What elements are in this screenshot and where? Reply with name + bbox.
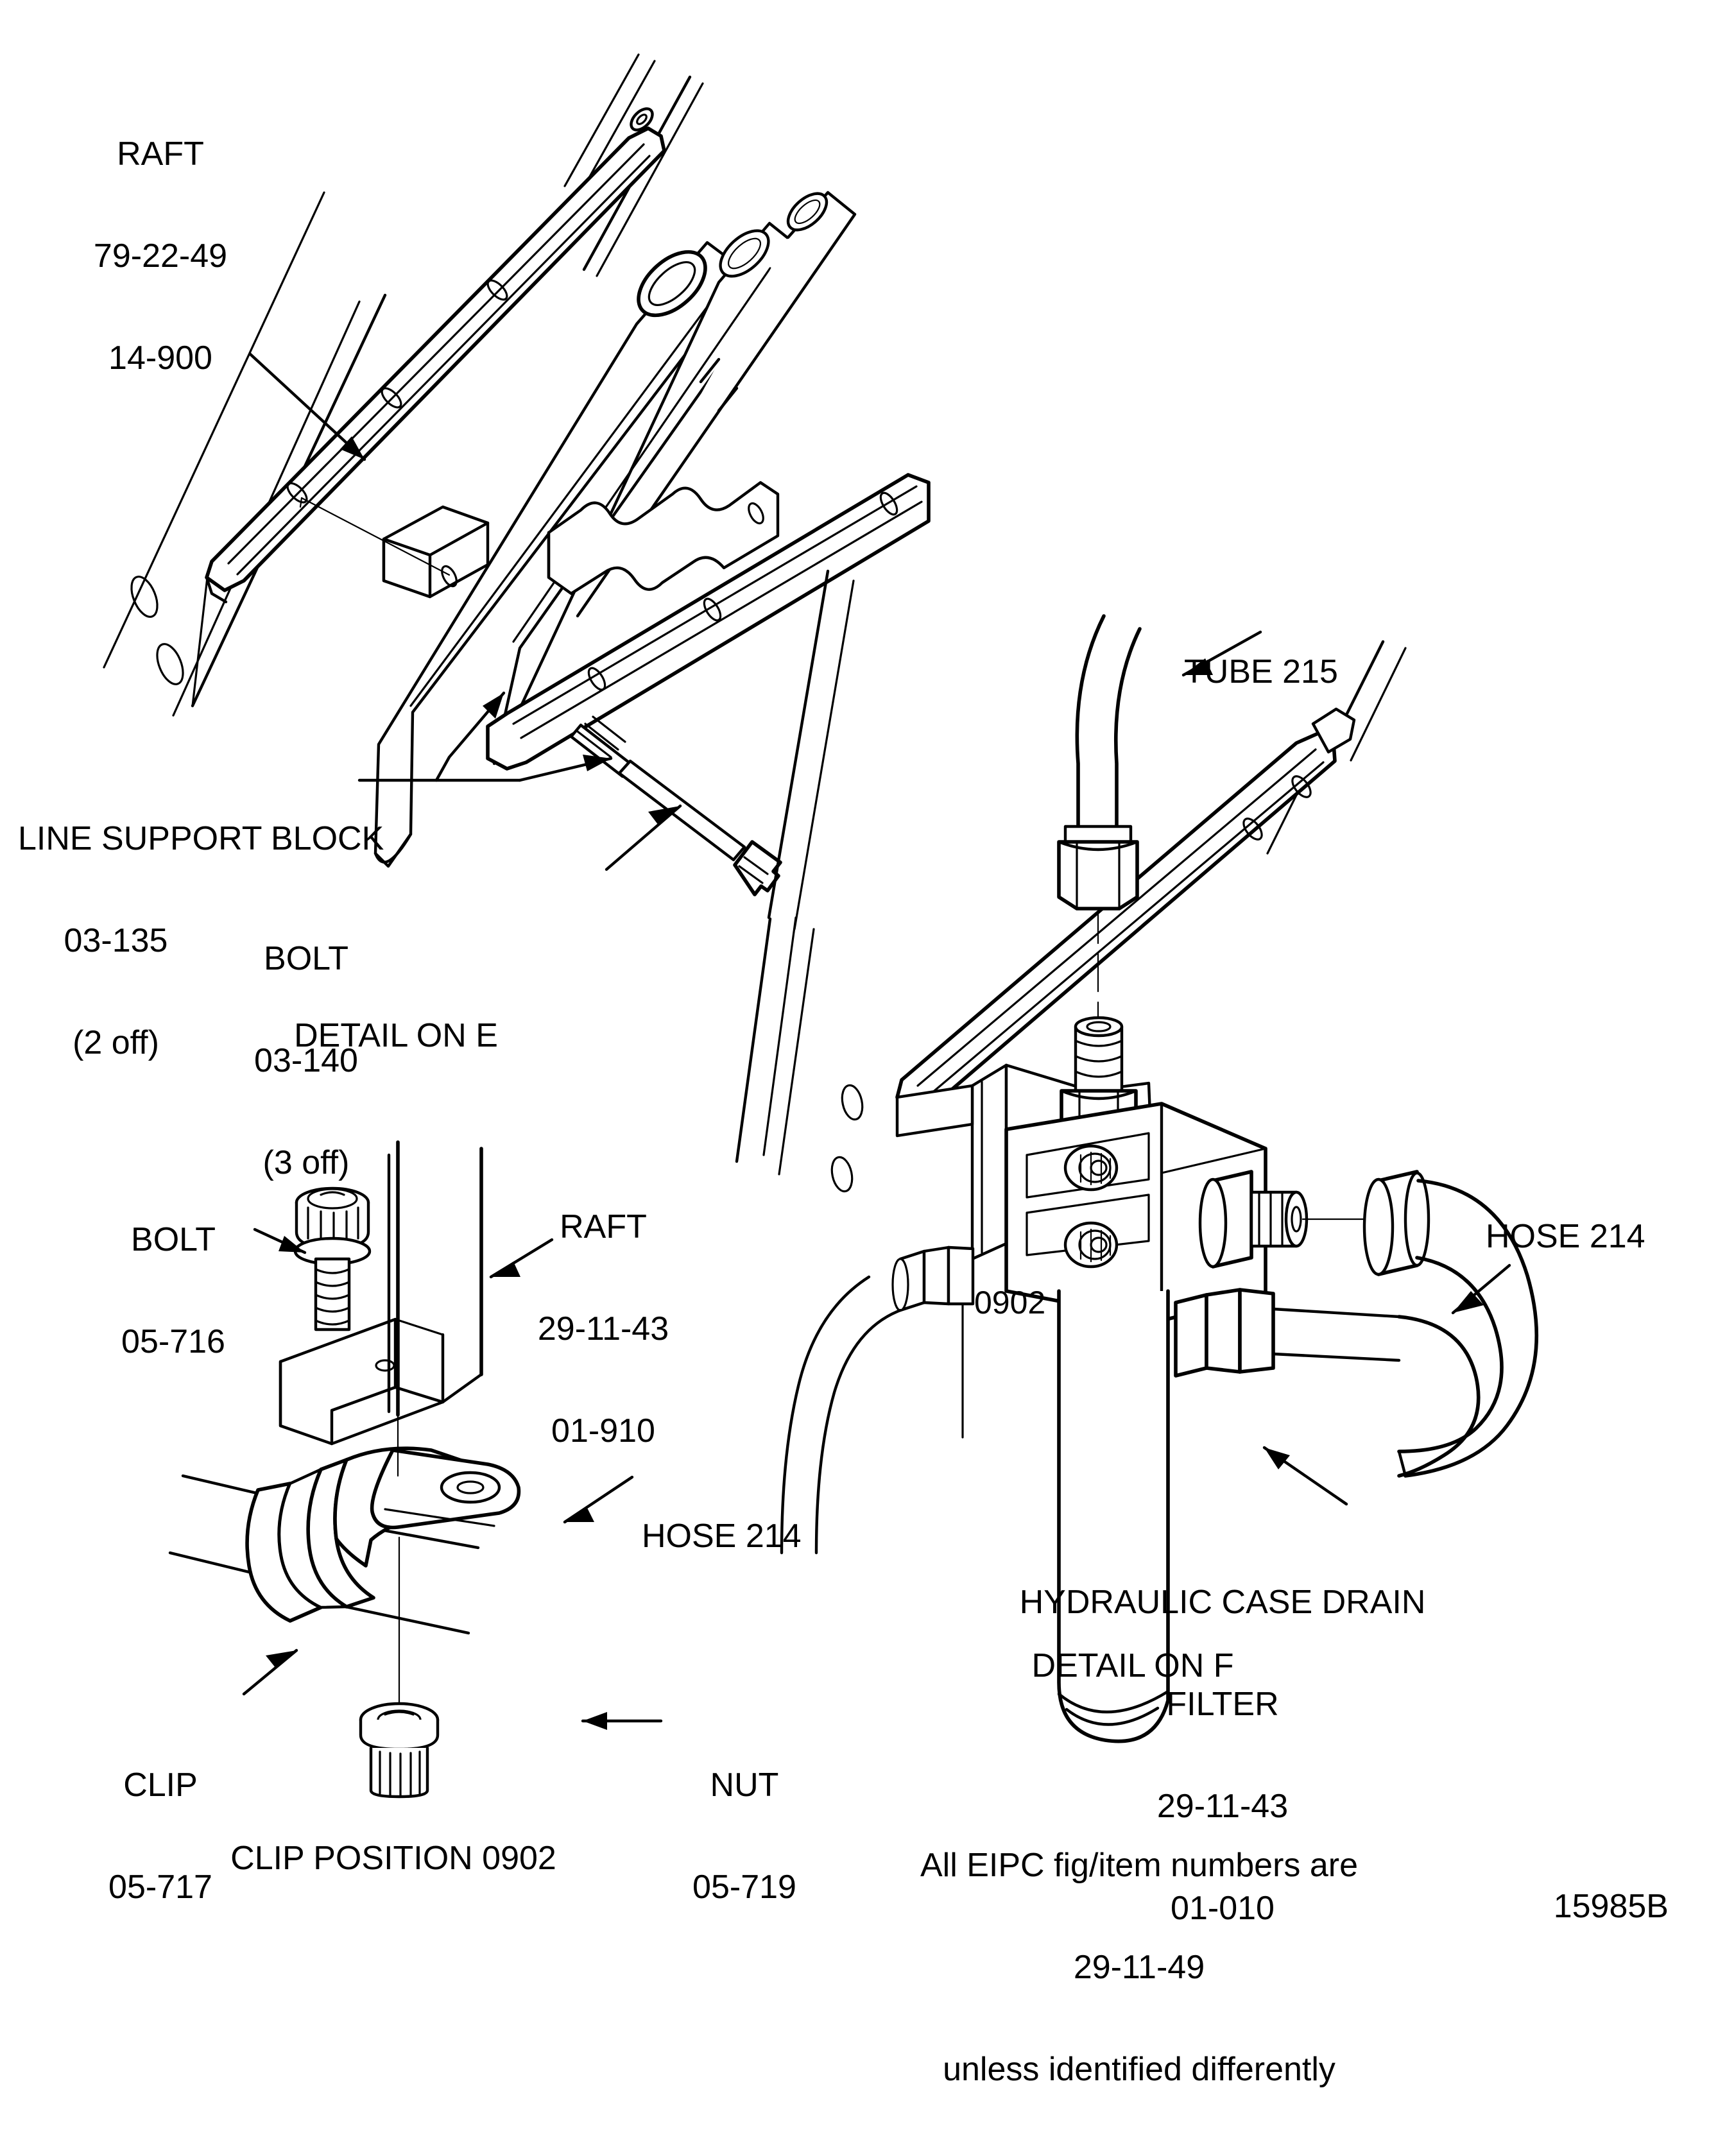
callout-line: 05-717 — [108, 1869, 212, 1906]
caption-detail-on-e: DETAIL ON E — [294, 1017, 498, 1054]
callout-bolt-03-140: BOLT 03-140 (3 off) — [254, 874, 358, 1248]
callout-clip-05-717: CLIP 05-717 — [108, 1700, 212, 1972]
callout-raft-clip-position: RAFT 29-11-43 01-910 — [538, 1142, 669, 1516]
indicator-fitting-upper — [1063, 1144, 1119, 1192]
callout-nut-05-719: NUT 05-719 — [692, 1700, 796, 1972]
callout-line: 79-22-49 — [93, 237, 228, 275]
callout-line: BOLT — [131, 1221, 216, 1259]
callout-tube-215: TUBE 215 — [1184, 587, 1338, 757]
note-line: All EIPC fig/item numbers are — [920, 1847, 1359, 1885]
callout-line: RAFT — [117, 135, 204, 173]
callout-line: CLIP — [123, 1767, 198, 1804]
callout-line: 05-719 — [692, 1869, 796, 1906]
caption-clip-position: CLIP POSITION 0902 — [230, 1840, 556, 1877]
callout-hose-214-detail-f: HOSE 214 — [1486, 1152, 1645, 1322]
callout-line: 29-11-43 — [1156, 1788, 1289, 1826]
callout-line: NUT — [710, 1767, 779, 1804]
clip-position-artwork — [168, 1140, 663, 1799]
note-line: 29-11-49 — [1073, 1949, 1205, 1987]
line-art — [103, 53, 1539, 1799]
callout-line: RAFT — [560, 1208, 647, 1246]
callout-line: 03-135 — [64, 922, 168, 960]
nut-05-719-art — [359, 1702, 440, 1799]
caption-detail-on-f: DETAIL ON F — [1031, 1647, 1234, 1684]
callout-line: 03-140 — [254, 1042, 358, 1080]
technical-illustration-sheet: RAFT 79-22-49 14-900 LINE SUPPORT BLOCK … — [18, 53, 1669, 2087]
callout-clip-position-0902: 0902 — [974, 1285, 1046, 1321]
callout-hydraulic-case-drain-filter: HYDRAULIC CASE DRAIN FILTER 29-11-43 01-… — [1020, 1518, 1426, 1994]
callout-line: (3 off) — [262, 1144, 350, 1182]
callout-line: HOSE 214 — [642, 1518, 802, 1555]
callout-line: BOLT — [264, 940, 348, 978]
callout-line: TUBE 215 — [1184, 653, 1338, 691]
callout-line: 05-716 — [121, 1323, 225, 1361]
bolt-05-716-art — [293, 1186, 372, 1331]
detail-on-f-artwork — [735, 569, 1539, 1743]
callout-line-support-block: LINE SUPPORT BLOCK 03-135 (2 off) — [18, 754, 384, 1128]
detail-on-e-artwork — [103, 53, 931, 896]
callout-bolt-05-716: BOLT 05-716 — [121, 1155, 225, 1427]
callout-line: HYDRAULIC CASE DRAIN — [1019, 1584, 1426, 1621]
callout-line: FILTER — [1166, 1686, 1279, 1724]
callout-line: 29-11-43 — [537, 1310, 669, 1348]
callout-line: LINE SUPPORT BLOCK — [18, 820, 384, 858]
callout-line: 01-010 — [1171, 1890, 1275, 1928]
callout-raft-detail-e: RAFT 79-22-49 14-900 — [94, 69, 227, 443]
callout-line: 14-900 — [108, 339, 212, 377]
eipc-note: All EIPC fig/item numbers are 29-11-49 u… — [920, 1781, 1358, 2155]
note-line: unless identified differently — [943, 2051, 1335, 2089]
callout-hose-214-clip-position: HOSE 214 — [642, 1451, 802, 1621]
indicator-fitting-lower — [1063, 1221, 1119, 1269]
callout-line: 01-910 — [551, 1412, 655, 1450]
figure-number: 15985B — [1553, 1888, 1669, 1925]
bolt-03-140-art — [569, 715, 782, 896]
callout-line: (2 off) — [73, 1024, 159, 1062]
callout-line: HOSE 214 — [1486, 1218, 1645, 1256]
